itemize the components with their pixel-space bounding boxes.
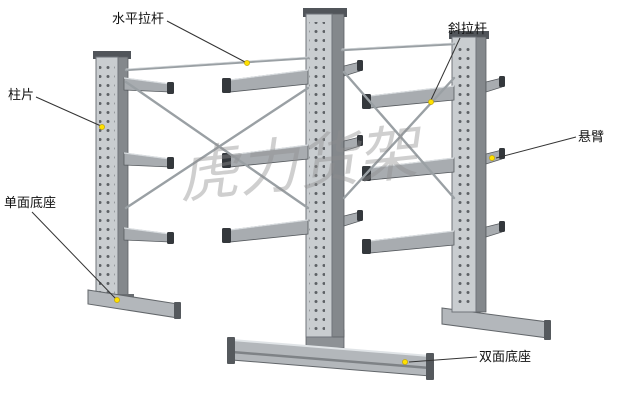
cantilever-arm-rear (343, 135, 363, 152)
cantilever-arms-left-column (123, 77, 174, 244)
leader-line-diagonal-tie-rod (430, 37, 461, 101)
leader-line-single-sided-base (31, 211, 117, 300)
leader-line-cantilever-arm (495, 136, 577, 159)
arm-end-cap (357, 60, 363, 71)
horizontal-tie-rod (124, 56, 310, 72)
upright-column-left (93, 51, 131, 301)
horizontal-tie-rod (340, 42, 456, 52)
column-perforations (309, 22, 325, 332)
cantilever-arms-right-column (362, 76, 505, 254)
arm-end-cap (499, 76, 505, 87)
marker-single-sided-base (114, 297, 120, 303)
cantilever-arm-rear (343, 210, 363, 227)
base-end-cap (227, 337, 235, 364)
arm-end-cap (167, 157, 174, 169)
base-end-cap (426, 353, 434, 380)
column-side-face (117, 56, 129, 301)
diagonal-tie-rods (124, 70, 456, 210)
column-top-cap (303, 8, 347, 17)
cantilever-arm (362, 230, 455, 254)
leader-line-horizontal-tie-rod (166, 20, 248, 64)
annotations: 水平拉杆 斜拉杆 柱片 悬臂 单面底座 双面底座 (4, 12, 604, 365)
label-cantilever-arm: 悬臂 (578, 130, 604, 145)
diagonal-tie-rod (342, 70, 456, 200)
cantilever-arm (123, 152, 174, 169)
base-top-highlight (231, 339, 431, 357)
watermark-text: 虎力货架 (175, 117, 428, 212)
cantilever-arm (222, 144, 309, 168)
column-perforations (455, 45, 471, 307)
arm-end-cap (222, 78, 231, 93)
base-end-cap (174, 302, 181, 319)
column-side-face (475, 36, 487, 313)
label-diagonal-tie-rod: 斜拉杆 (448, 22, 487, 37)
label-column-panel: 柱片 (8, 88, 34, 103)
marker-horizontal-tie-rod (244, 60, 250, 66)
column-perforations (99, 64, 115, 294)
cantilever-arm (222, 219, 309, 243)
arm-end-cap (362, 94, 371, 109)
column-top-cap (93, 51, 131, 59)
label-single-sided-base: 单面底座 (4, 195, 56, 211)
diagonal-tie-rod (124, 86, 310, 210)
cantilever-arm-rear (485, 221, 505, 238)
horizontal-tie-rod-highlight (125, 56, 309, 70)
diagonal-tie-rod (342, 76, 456, 200)
cantilever-arm (362, 85, 455, 109)
cantilever-arm-rear (485, 76, 505, 93)
marker-double-sided-base (402, 359, 408, 365)
label-double-sided-base: 双面底座 (479, 349, 531, 365)
diagonal-tie-rod (124, 80, 310, 210)
upright-column-right (449, 31, 489, 313)
marker-cantilever-arm (489, 155, 495, 161)
arm-end-cap (167, 82, 174, 94)
base-web-line (231, 350, 431, 370)
cantilever-arm (222, 69, 309, 93)
arm-end-cap (357, 210, 363, 221)
arm-end-cap (222, 228, 231, 243)
arm-end-cap (499, 221, 505, 232)
leader-line-double-sided-base (408, 356, 478, 363)
arm-end-cap (222, 153, 231, 168)
cantilever-arm (123, 227, 174, 244)
upright-column-middle (303, 8, 347, 338)
column-top-cap (449, 31, 489, 39)
base-end-cap (544, 320, 551, 340)
horizontal-tie-rods (124, 42, 456, 72)
arm-end-cap (362, 239, 371, 254)
label-horizontal-tie-rod: 水平拉杆 (112, 12, 164, 27)
leader-line-column-panel (35, 96, 102, 127)
arm-end-cap (167, 232, 174, 244)
marker-column-panel (99, 124, 105, 130)
single-sided-base (87, 289, 181, 319)
arm-end-cap (357, 135, 363, 146)
horizontal-tie-rod-highlight (341, 42, 455, 50)
marker-diagonal-tie-rod (428, 99, 434, 105)
